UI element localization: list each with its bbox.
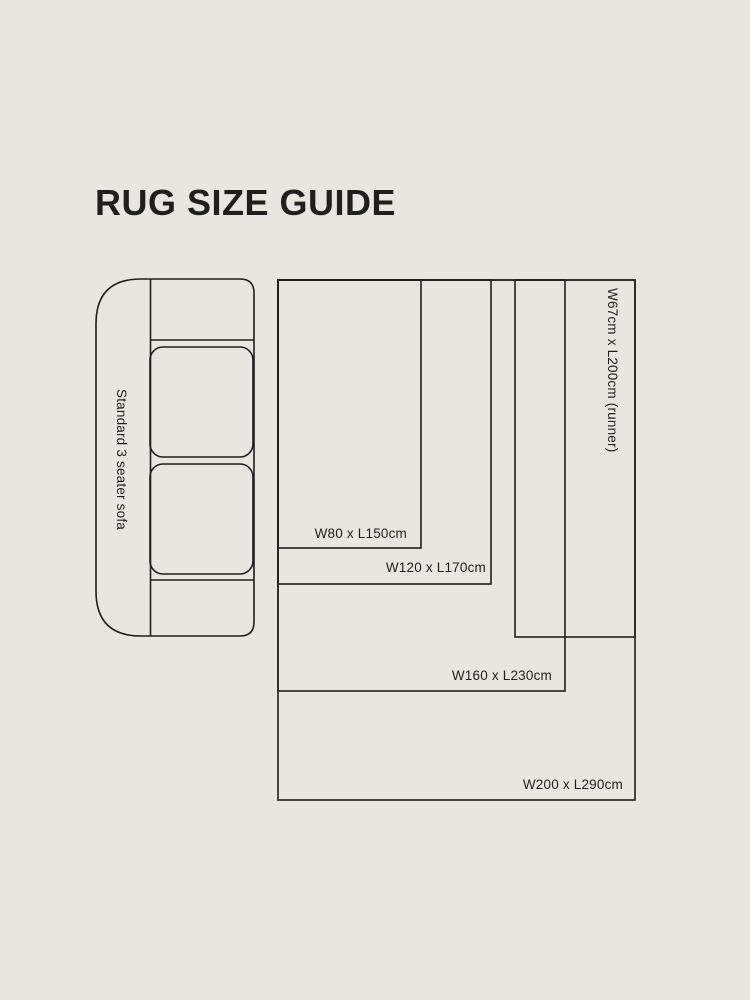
page-title: RUG SIZE GUIDE [95, 182, 397, 223]
rug-medium-label: W120 x L170cm [386, 560, 486, 575]
sofa-outline [95, 278, 255, 637]
sofa: Standard 3 seater sofa [95, 278, 255, 637]
rug-large-label: W160 x L230cm [452, 668, 552, 683]
sofa-label: Standard 3 seater sofa [114, 389, 129, 530]
rug-runner-outline [514, 279, 636, 638]
sofa-cushion-top [149, 346, 254, 458]
rug-extra-large-label: W200 x L290cm [523, 777, 623, 792]
sofa-cushion-bottom [149, 463, 254, 575]
rug-labels: W80 x L150cm W120 x L170cm W160 x L230cm… [315, 288, 623, 792]
rug-small-label: W80 x L150cm [315, 526, 407, 541]
rug-outlines [277, 279, 636, 801]
rug-small-outline [277, 279, 422, 549]
rug-runner-label: W67cm x L200cm (runner) [605, 288, 620, 452]
